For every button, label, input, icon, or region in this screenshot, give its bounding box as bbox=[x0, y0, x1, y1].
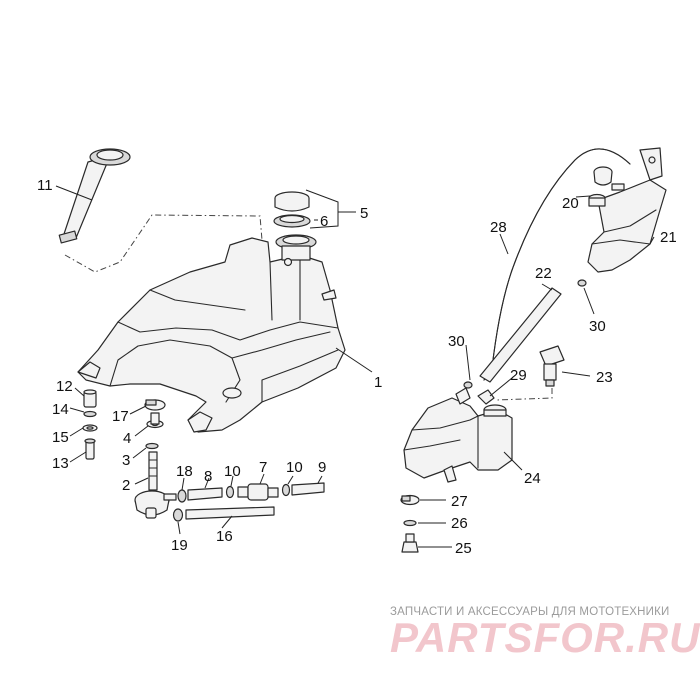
callout-30b: 30 bbox=[448, 333, 465, 350]
watermark-subtitle: ЗАПЧАСТИ И АКСЕССУАРЫ ДЛЯ МОТОТЕХНИКИ bbox=[390, 606, 670, 618]
hose-clip-part-4 bbox=[463, 381, 473, 389]
fuel-hose-part bbox=[187, 487, 223, 501]
callout-10a: 10 bbox=[224, 463, 241, 480]
callout-2: 2 bbox=[122, 477, 130, 494]
hose-clamp-part-2 bbox=[172, 508, 184, 522]
callout-19: 19 bbox=[171, 537, 188, 554]
callout-11: 11 bbox=[37, 177, 53, 194]
fuel-filter-part bbox=[237, 483, 279, 501]
callout-4: 4 bbox=[123, 430, 131, 447]
dipstick-cap-part bbox=[539, 345, 565, 387]
callout-18: 18 bbox=[176, 463, 193, 480]
drain-bolt-part bbox=[401, 533, 419, 553]
callout-27: 27 bbox=[451, 493, 468, 510]
callout-22: 22 bbox=[535, 265, 552, 282]
leader-lines bbox=[55, 185, 655, 548]
hose-clip-part bbox=[225, 485, 235, 499]
cap-seal-part bbox=[274, 191, 310, 212]
bolt-part bbox=[84, 438, 96, 460]
vacuum-hose-part bbox=[185, 506, 275, 520]
callout-8: 8 bbox=[204, 468, 212, 485]
callout-14: 14 bbox=[52, 401, 69, 418]
callout-25: 25 bbox=[455, 540, 472, 557]
upper-reservoir-part bbox=[587, 147, 667, 273]
fuel-hose-part-2 bbox=[291, 482, 325, 496]
callout-7: 7 bbox=[259, 459, 267, 476]
callout-17: 17 bbox=[112, 408, 129, 425]
callout-30a: 30 bbox=[589, 318, 606, 335]
washer-part-2 bbox=[82, 424, 98, 432]
filler-neck-part bbox=[58, 148, 131, 244]
assembly-guide-line-2 bbox=[495, 388, 553, 401]
callout-24: 24 bbox=[524, 470, 541, 487]
clamp-bolt-part bbox=[400, 494, 420, 506]
callout-16: 16 bbox=[216, 528, 233, 545]
callout-26: 26 bbox=[451, 515, 468, 532]
washer-part bbox=[83, 410, 97, 418]
callout-20: 20 bbox=[562, 195, 579, 212]
fuel-tank-part bbox=[77, 234, 346, 433]
callout-28: 28 bbox=[490, 219, 507, 236]
callout-15: 15 bbox=[52, 429, 69, 446]
lower-reservoir-part bbox=[403, 387, 513, 483]
hose-clip-part-2 bbox=[281, 483, 291, 497]
spring-washer-part bbox=[403, 519, 417, 527]
elbow-fitting-part bbox=[477, 389, 495, 405]
callout-12: 12 bbox=[56, 378, 73, 395]
seal-part bbox=[146, 412, 164, 429]
oring-part bbox=[145, 442, 159, 450]
callout-13: 13 bbox=[52, 455, 69, 472]
connecting-hose-part bbox=[479, 287, 562, 383]
clamp-part bbox=[144, 399, 166, 411]
breather-hose-part bbox=[483, 148, 631, 381]
hose-clamp-part bbox=[177, 489, 187, 503]
reservoir-neck-part bbox=[588, 193, 606, 207]
callout-1: 1 bbox=[374, 374, 382, 391]
fuel-tap-part bbox=[134, 451, 177, 519]
grommet-part bbox=[83, 389, 97, 408]
callout-5: 5 bbox=[360, 205, 368, 222]
callout-10b: 10 bbox=[286, 459, 303, 476]
reservoir-cap-part bbox=[593, 166, 613, 186]
ring-gasket-part bbox=[273, 214, 311, 228]
assembly-guide-line bbox=[64, 214, 263, 273]
callout-23: 23 bbox=[596, 369, 613, 386]
callout-6: 6 bbox=[320, 213, 328, 230]
callout-29: 29 bbox=[510, 367, 527, 384]
callout-labels: 11 5 6 1 12 14 15 13 17 4 3 2 18 8 10 7 … bbox=[37, 177, 677, 557]
callout-9: 9 bbox=[318, 459, 326, 476]
callout-21: 21 bbox=[660, 229, 677, 246]
callout-3: 3 bbox=[122, 452, 130, 469]
hose-clip-part-3 bbox=[577, 279, 587, 287]
watermark-logo: PARTSFOR.RU bbox=[390, 614, 700, 661]
